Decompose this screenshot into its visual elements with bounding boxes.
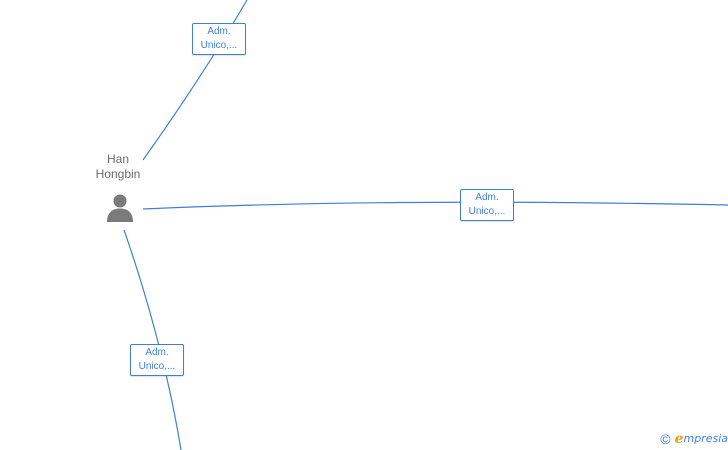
- edge-to-bottom: [123, 229, 182, 450]
- relation-role: Adm.: [145, 347, 169, 358]
- relation-detail: Unico,...: [468, 206, 506, 217]
- person-name-line1: Han: [106, 152, 129, 166]
- brand-logo-text: mpresia: [683, 432, 728, 445]
- relation-detail: Unico,...: [138, 361, 176, 372]
- edge-to-right: [142, 201, 728, 210]
- copyright-icon: ©: [660, 431, 671, 447]
- relation-role: Adm.: [207, 26, 231, 37]
- person-name-line2: Hongbin: [95, 167, 141, 181]
- relation-detail: Unico,...: [200, 40, 238, 51]
- edge-to-top: [142, 0, 248, 161]
- relation-role: Adm.: [475, 192, 499, 203]
- person-icon[interactable]: [104, 192, 136, 224]
- relation-label-right[interactable]: Adm. Unico,...: [460, 189, 514, 221]
- relation-label-bottom[interactable]: Adm. Unico,...: [130, 344, 184, 376]
- brand-logo-initial: e: [674, 431, 684, 447]
- person-name-label: Han Hongbin: [78, 152, 158, 182]
- relation-label-top[interactable]: Adm. Unico,...: [192, 23, 246, 55]
- brand-footer: ©empresia: [660, 431, 728, 446]
